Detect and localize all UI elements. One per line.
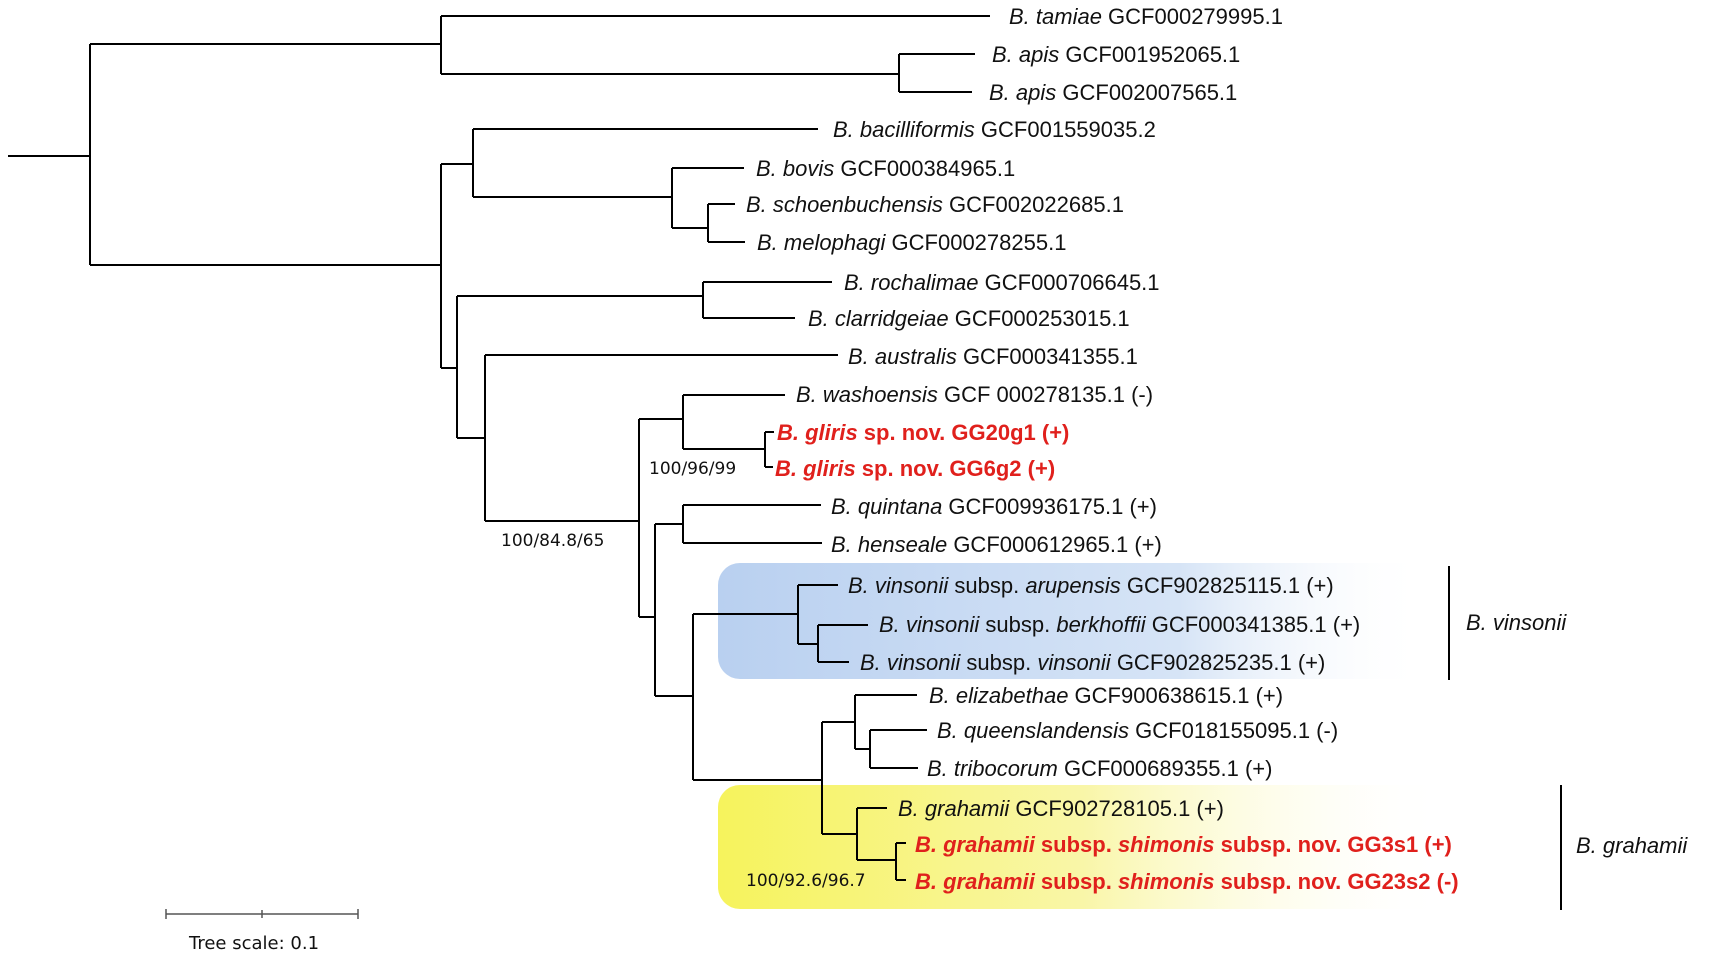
taxon-subspecies-name: arupensis <box>1025 573 1120 598</box>
taxon-species-name: B. grahamii <box>915 869 1036 894</box>
taxon-accession: GCF000706645.1 <box>979 270 1160 295</box>
bootstrap-label-gliris: 100/96/99 <box>649 459 736 479</box>
tree-branches <box>8 15 990 881</box>
taxon-accession: GCF902825115.1 (+) <box>1121 573 1334 598</box>
taxon-label: B. rochalimae GCF000706645.1 <box>844 270 1160 295</box>
group-label-vinsonii: B. vinsonii <box>1466 610 1567 635</box>
group-label-grahamii: B. grahamii <box>1576 833 1688 858</box>
taxon-species-name: B. elizabethae <box>929 683 1068 708</box>
taxon-label: B. melophagi GCF000278255.1 <box>757 230 1066 255</box>
taxon-label: B. washoensis GCF 000278135.1 (-) <box>796 382 1153 407</box>
taxon-species-name: B. vinsonii <box>848 573 949 598</box>
tree-scale-label: Tree scale: 0.1 <box>188 933 319 954</box>
taxon-species-name: B. grahamii <box>915 832 1036 857</box>
taxon-accession: GCF000689355.1 (+) <box>1058 756 1273 781</box>
taxon-label: B. vinsonii subsp. berkhoffii GCF0003413… <box>879 612 1360 637</box>
taxon-accession: GCF 000278135.1 (-) <box>938 382 1153 407</box>
taxon-species-name: B. bovis <box>756 156 834 181</box>
taxon-labels: B. tamiae GCF000279995.1 B. apis GCF0019… <box>746 4 1459 894</box>
taxon-label: B. queenslandensis GCF018155095.1 (-) <box>937 718 1338 743</box>
taxon-subspecies-name: shimonis <box>1118 869 1215 894</box>
taxon-accession: GCF000279995.1 <box>1102 4 1283 29</box>
taxon-species-name: B. tribocorum <box>927 756 1058 781</box>
taxon-accession: subsp. nov. GG23s2 (-) <box>1215 869 1459 894</box>
taxon-accession: GCF900638615.1 (+) <box>1068 683 1283 708</box>
taxon-accession: GCF000253015.1 <box>949 306 1130 331</box>
taxon-species-name: B. gliris <box>775 456 856 481</box>
taxon-accession: GCF000341355.1 <box>957 344 1138 369</box>
taxon-accession: GCF902825235.1 (+) <box>1111 650 1326 675</box>
taxon-species-name: B. apis <box>989 80 1056 105</box>
taxon-species-name: B. grahamii <box>898 796 1010 821</box>
taxon-label: B. vinsonii subsp. vinsonii GCF902825235… <box>860 650 1325 675</box>
taxon-species-name: B. schoenbuchensis <box>746 192 943 217</box>
taxon-species-name: B. clarridgeiae <box>808 306 949 331</box>
taxon-accession: GCF000384965.1 <box>834 156 1015 181</box>
taxon-label: B. grahamii GCF902728105.1 (+) <box>898 796 1224 821</box>
taxon-subspecies-name: vinsonii <box>1037 650 1111 675</box>
taxon-accession: GCF009936175.1 (+) <box>942 494 1157 519</box>
taxon-label: B. tamiae GCF000279995.1 <box>1009 4 1283 29</box>
taxon-accession: GCF000341385.1 (+) <box>1146 612 1361 637</box>
taxon-species-name: B. gliris <box>777 420 858 445</box>
taxon-species-name: B. rochalimae <box>844 270 979 295</box>
taxon-accession: GCF002022685.1 <box>943 192 1124 217</box>
taxon-accession: GCF001559035.2 <box>975 117 1156 142</box>
taxon-label: B. grahamii subsp. shimonis subsp. nov. … <box>915 869 1459 894</box>
taxon-accession: subsp. <box>979 612 1056 637</box>
taxon-accession: GCF000278255.1 <box>885 230 1066 255</box>
taxon-species-name: B. apis <box>992 42 1059 67</box>
taxon-species-name: B. henseale <box>831 532 947 557</box>
taxon-species-name: B. washoensis <box>796 382 938 407</box>
tree-scale-bar: Tree scale: 0.1 <box>165 909 359 954</box>
taxon-accession: GCF018155095.1 (-) <box>1129 718 1338 743</box>
taxon-species-name: B. melophagi <box>757 230 887 255</box>
taxon-label: B. tribocorum GCF000689355.1 (+) <box>927 756 1272 781</box>
taxon-subspecies-name: berkhoffii <box>1056 612 1146 637</box>
taxon-label: B. bacilliformis GCF001559035.2 <box>833 117 1156 142</box>
bootstrap-label-grahamii: 100/92.6/96.7 <box>746 871 866 891</box>
taxon-label: B. vinsonii subsp. arupensis GCF90282511… <box>848 573 1334 598</box>
taxon-accession: subsp. nov. GG3s1 (+) <box>1215 832 1452 857</box>
taxon-label: B. apis GCF001952065.1 <box>992 42 1240 67</box>
taxon-species-name: B. quintana <box>831 494 942 519</box>
taxon-accession: GCF002007565.1 <box>1056 80 1237 105</box>
taxon-label: B. gliris sp. nov. GG6g2 (+) <box>775 456 1055 481</box>
vinsonii-highlight-box <box>718 563 1428 679</box>
taxon-accession: subsp. <box>948 573 1025 598</box>
taxon-label: B. australis GCF000341355.1 <box>848 344 1138 369</box>
grahamii-highlight-box <box>718 785 1448 909</box>
bootstrap-label-clade: 100/84.8/65 <box>501 531 604 551</box>
taxon-label: B. clarridgeiae GCF000253015.1 <box>808 306 1130 331</box>
taxon-accession: subsp. <box>960 650 1037 675</box>
taxon-label: B. bovis GCF000384965.1 <box>756 156 1015 181</box>
taxon-label: B. quintana GCF009936175.1 (+) <box>831 494 1157 519</box>
taxon-label: B. apis GCF002007565.1 <box>989 80 1237 105</box>
taxon-accession: GCF001952065.1 <box>1059 42 1240 67</box>
taxon-label: B. grahamii subsp. shimonis subsp. nov. … <box>915 832 1452 857</box>
taxon-accession: GCF000612965.1 (+) <box>947 532 1162 557</box>
taxon-subspecies-name: shimonis <box>1118 832 1215 857</box>
taxon-accession: sp. nov. GG6g2 (+) <box>856 456 1055 481</box>
taxon-species-name: B. australis <box>848 344 957 369</box>
taxon-label: B. schoenbuchensis GCF002022685.1 <box>746 192 1124 217</box>
taxon-accession: sp. nov. GG20g1 (+) <box>858 420 1070 445</box>
taxon-species-name: B. queenslandensis <box>937 718 1129 743</box>
taxon-label: B. elizabethae GCF900638615.1 (+) <box>929 683 1283 708</box>
taxon-accession: subsp. <box>1035 869 1118 894</box>
taxon-accession: subsp. <box>1035 832 1118 857</box>
taxon-species-name: B. vinsonii <box>860 650 961 675</box>
taxon-species-name: B. tamiae <box>1009 4 1102 29</box>
taxon-label: B. henseale GCF000612965.1 (+) <box>831 532 1162 557</box>
taxon-species-name: B. vinsonii <box>879 612 980 637</box>
taxon-label: B. gliris sp. nov. GG20g1 (+) <box>777 420 1069 445</box>
taxon-accession: GCF902728105.1 (+) <box>1009 796 1224 821</box>
taxon-species-name: B. bacilliformis <box>833 117 975 142</box>
